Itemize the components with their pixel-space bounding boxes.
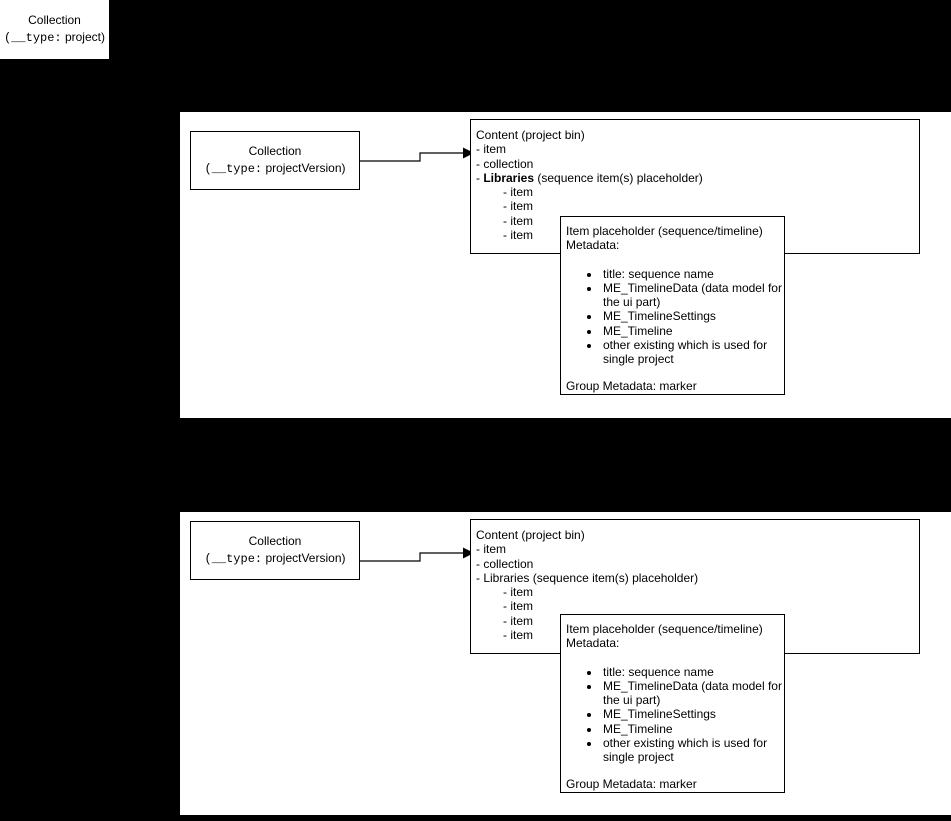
section-1-content-subitem-3: - item <box>503 213 533 228</box>
section-1-item-header-line1: Item placeholder (sequence/timeline) <box>566 224 763 238</box>
list-item: ME_TimelineData (data model for the ui p… <box>601 281 784 310</box>
collection-project-box: Collection (__type: project) <box>0 0 110 60</box>
section-1-collection-type-key: (__type: <box>204 162 263 176</box>
section-1-item-group-metadata: Group Metadata: marker <box>566 379 697 394</box>
section-2-content-row-item-1: - item <box>476 542 506 557</box>
section-2-content-box: Content (project bin) - item - collectio… <box>470 519 920 654</box>
section-2-item-metadata-list: title: sequence name ME_TimelineData (da… <box>566 665 784 765</box>
section-1-libraries-bold: Libraries <box>483 170 535 185</box>
section-2-libraries-suffix: Libraries (sequence item(s) placeholder) <box>483 570 699 585</box>
section-1-collection-label: Collection <box>248 144 302 159</box>
section-2-content-subitem-4: - item <box>503 628 533 643</box>
section-1-libraries-prefix: - <box>476 170 484 185</box>
section-1-content-row-collection: - collection <box>476 156 534 171</box>
list-item: ME_TimelineData (data model for the ui p… <box>601 679 784 708</box>
section-1-item-metadata-list: title: sequence name ME_TimelineData (da… <box>566 267 784 367</box>
section-2-content-header: Content (project bin) <box>476 528 585 542</box>
collection-project-type-key: (__type: <box>4 31 62 45</box>
section-2-collection-box: Collection (__type: projectVersion) <box>190 521 360 580</box>
section-1-content-subitem-2: - item <box>503 199 533 214</box>
section-1-item-header-line2: Metadata: <box>566 238 620 253</box>
section-2-collection-label: Collection <box>248 534 302 549</box>
section-1-content-subitem-1: - item <box>503 185 533 200</box>
section-2-content-row-collection: - collection <box>476 556 534 571</box>
section-2-item-placeholder-box: Item placeholder (sequence/timeline) Met… <box>560 614 785 793</box>
collection-project-type: (__type: project) <box>4 29 105 47</box>
section-1-item-placeholder-box: Item placeholder (sequence/timeline) Met… <box>560 216 785 395</box>
section-2-content-subitem-1: - item <box>503 585 533 600</box>
list-item: ME_Timeline <box>601 324 784 338</box>
section-1-collection-type: (__type: projectVersion) <box>205 160 346 178</box>
list-item: other existing which is used for single … <box>601 338 784 367</box>
section-2-item-header-line2: Metadata: <box>566 636 620 651</box>
section-2-collection-type: (__type: projectVersion) <box>205 550 346 568</box>
section-2-item-header-line1: Item placeholder (sequence/timeline) <box>566 622 763 636</box>
section-1-content-subitem-4: - item <box>503 228 533 243</box>
section-2-content-row-libraries: - Libraries (sequence item(s) placeholde… <box>476 571 919 585</box>
section-1-content-row-libraries: - Libraries (sequence item(s) placeholde… <box>476 171 919 185</box>
list-item: title: sequence name <box>601 665 784 679</box>
section-2-content-subitem-3: - item <box>503 613 533 628</box>
list-item: ME_TimelineSettings <box>601 707 784 721</box>
section-2-content-subitem-2: - item <box>503 599 533 614</box>
list-item: ME_Timeline <box>601 722 784 736</box>
section-1-content-row-item-1: - item <box>476 142 506 157</box>
section-1-collection-type-value: projectVersion) <box>262 161 346 175</box>
section-2-libraries-prefix: - <box>476 570 484 585</box>
list-item: title: sequence name <box>601 267 784 281</box>
section-1-libraries-suffix: (sequence item(s) placeholder) <box>534 170 703 185</box>
section-1-content-header: Content (project bin) <box>476 128 585 142</box>
section-2-item-group-metadata: Group Metadata: marker <box>566 777 697 792</box>
collection-project-type-value: project) <box>61 30 105 44</box>
section-1-collection-box: Collection (__type: projectVersion) <box>190 131 360 190</box>
collection-project-label: Collection <box>28 13 81 28</box>
list-item: other existing which is used for single … <box>601 736 784 765</box>
list-item: ME_TimelineSettings <box>601 309 784 323</box>
section-1-content-box: Content (project bin) - item - collectio… <box>470 119 920 254</box>
section-2-collection-type-key: (__type: <box>204 552 263 566</box>
section-2-collection-type-value: projectVersion) <box>262 551 346 565</box>
